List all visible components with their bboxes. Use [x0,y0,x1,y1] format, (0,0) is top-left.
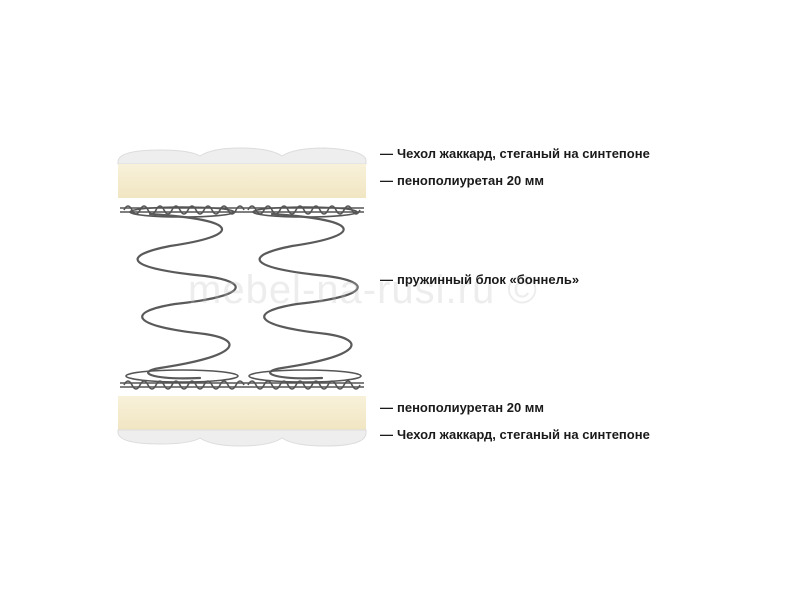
label-dash: — [380,272,393,287]
bottom-wire-frame [120,369,364,390]
label-dash: — [380,146,393,161]
label-dash: — [380,427,393,442]
label-cover-bottom: — Чехол жаккард, стеганый на синтепоне [380,427,650,443]
top-foam-layer [118,164,366,198]
watermark-text: mebel-na-rusi.ru © [188,268,538,312]
label-text: Чехол жаккард, стеганый на синтепоне [397,427,650,442]
spring-left [136,212,237,380]
label-dash: — [380,400,393,415]
top-cover-layer [117,147,367,165]
label-foam-bottom: — пенополиуретан 20 мм [380,400,544,416]
label-foam-top: — пенополиуретан 20 мм [380,173,544,189]
label-cover-top: — Чехол жаккард, стеганый на синтепоне [380,146,650,162]
label-text: Чехол жаккард, стеганый на синтепоне [397,146,650,161]
label-text: пружинный блок «боннель» [397,272,580,287]
label-text: пенополиуретан 20 мм [397,173,545,188]
label-dash: — [380,173,393,188]
label-text: пенополиуретан 20 мм [397,400,545,415]
bottom-foam-layer [118,396,366,430]
label-spring-block: — пружинный блок «боннель» [380,272,579,288]
spring-right [258,212,359,380]
bottom-cover-layer [117,429,367,447]
bonnel-springs [136,212,359,380]
top-wire-frame [120,205,364,218]
